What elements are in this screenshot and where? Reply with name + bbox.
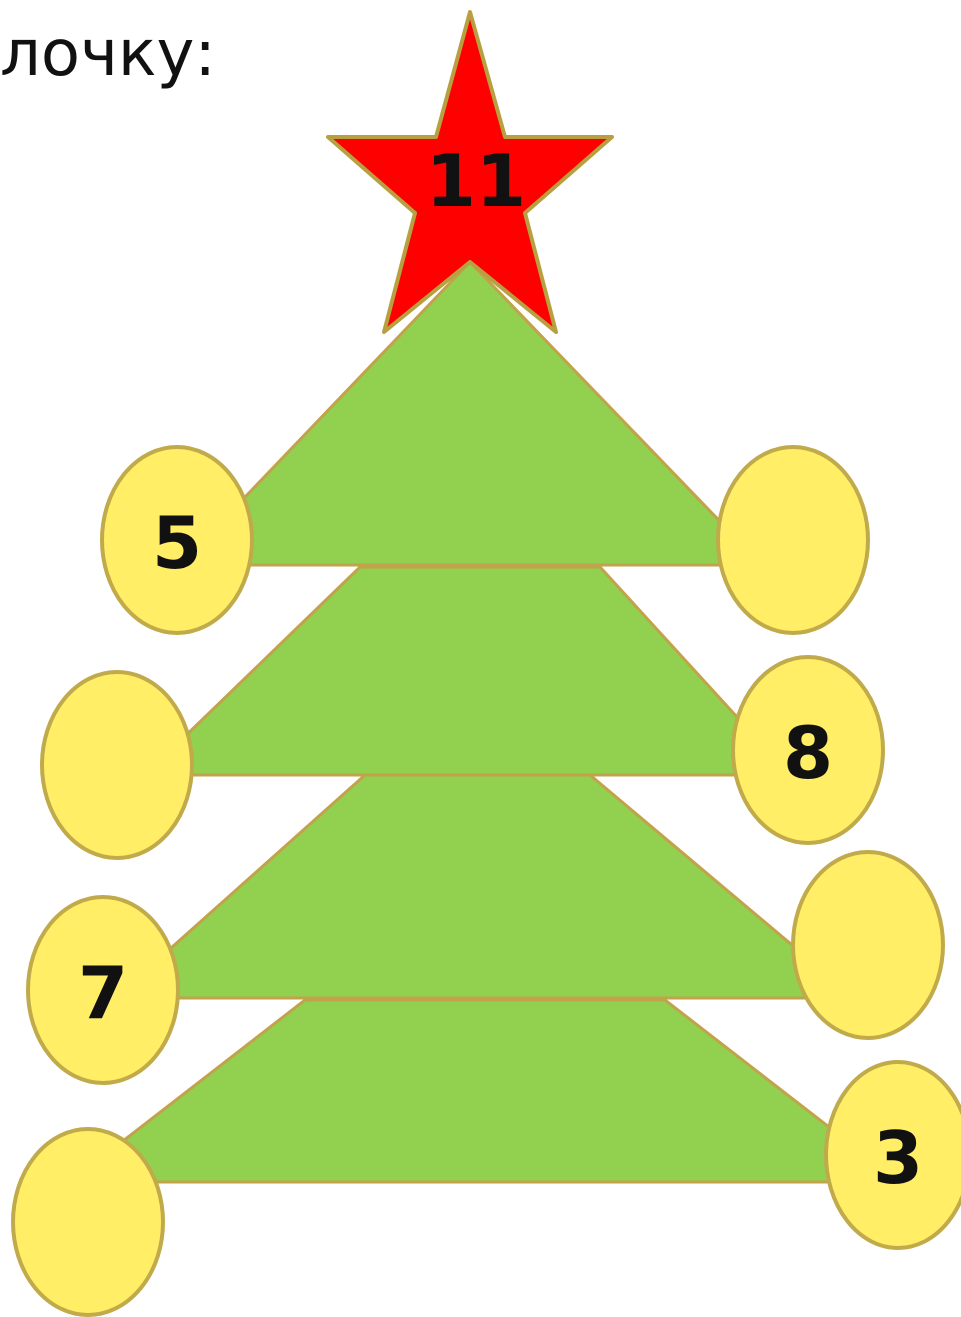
- tree-tier-2: [141, 565, 794, 777]
- ball-tier3-left: [26, 895, 180, 1085]
- ball-tier4-right-number: 3: [873, 1116, 923, 1200]
- ball-tier2-right: [731, 655, 885, 845]
- tree-tier-4: [65, 998, 905, 1184]
- ball-tier4-right: [824, 1060, 961, 1250]
- task-heading: лочку:: [0, 17, 216, 91]
- ball-tier2-right-number: 8: [783, 711, 833, 795]
- ball-tier1-left-number: 5: [152, 501, 202, 585]
- ball-tier4-left: [11, 1127, 165, 1317]
- tree-tier-1: [176, 259, 766, 567]
- ball-tier3-right: [791, 850, 945, 1040]
- ball-tier3-left-number: 7: [78, 951, 128, 1035]
- star-number: 11: [426, 139, 526, 223]
- ball-tier1-right: [716, 445, 870, 635]
- star-top: [326, 10, 614, 334]
- tree-tier-3: [111, 773, 860, 1000]
- ball-tier2-left: [40, 670, 194, 860]
- ball-tier1-left: [100, 445, 254, 635]
